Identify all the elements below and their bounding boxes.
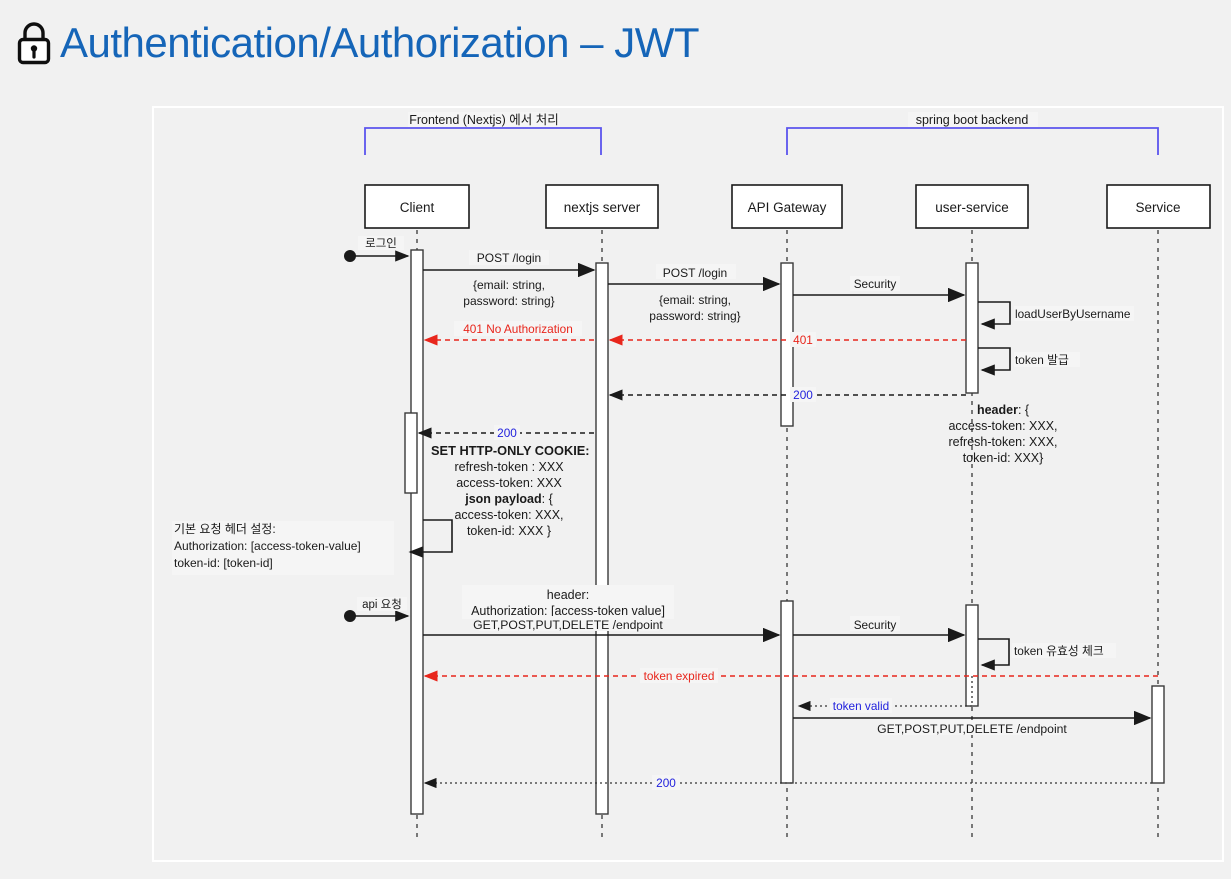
message-post-login-client: POST /login {email: string, password: st…	[423, 250, 596, 308]
activation-service	[1151, 685, 1165, 784]
note-request-header-l1: header:	[547, 588, 589, 602]
note-header-l1: access-token: XXX,	[948, 419, 1057, 433]
group-label-backend: spring boot backend	[916, 113, 1029, 127]
activation-client-nested	[404, 412, 418, 494]
message-token-valid: token valid	[797, 676, 973, 713]
message-endpoint-forward: GET,POST,PUT,DELETE /endpoint	[793, 710, 1152, 736]
activation-user-service-2	[965, 604, 979, 707]
note-cookie-title: SET HTTP-ONLY COOKIE:	[431, 443, 590, 458]
message-label-m19: token expired	[644, 669, 715, 683]
message-label-m7: 401	[793, 333, 813, 347]
participant-label-user-service: user-service	[935, 200, 1009, 215]
message-200-final: 200	[423, 775, 1152, 790]
message-label-m6: 401 No Authorization	[463, 322, 573, 336]
activation-user-service-1	[965, 262, 979, 394]
participant-user-service[interactable]: user-service	[915, 184, 1029, 229]
group-backend: spring boot backend	[786, 112, 1159, 155]
message-self-token-validity: token 유효성 체크	[978, 638, 1116, 671]
participant-label-api-gateway: API Gateway	[748, 200, 827, 215]
message-api-request-entry: api 요청	[344, 597, 410, 622]
message-sublabel-m2-l1: {email: string,	[473, 278, 545, 292]
message-label-m14: api 요청	[362, 598, 402, 611]
message-401: 401	[608, 332, 966, 347]
message-200-user-to-nextjs: 200	[608, 387, 966, 402]
activation-client-main	[410, 249, 424, 815]
note-set-cookie: SET HTTP-ONLY COOKIE: refresh-token : XX…	[431, 443, 590, 538]
note-header-l2: refresh-token: XXX,	[948, 435, 1057, 449]
note-default-header-l3: token-id: [token-id]	[174, 556, 273, 570]
message-self-loaduser: loadUserByUsername	[978, 301, 1134, 330]
group-frontend: Frontend (Nextjs) 에서 처리	[364, 112, 602, 155]
note-cookie-l1: refresh-token : XXX	[454, 460, 564, 474]
message-security-2: Security	[793, 616, 966, 643]
message-label-m2: POST /login	[477, 251, 541, 265]
message-200-nextjs-to-client: 200	[417, 425, 594, 440]
message-sublabel-m3-l2: password: string}	[649, 309, 740, 323]
message-post-login-gateway: POST /login {email: string, password: st…	[608, 264, 781, 323]
message-token-expired: token expired	[423, 668, 1158, 683]
actor-dot-api	[344, 610, 356, 622]
message-label-m1: 로그인	[365, 237, 397, 250]
note-cookie-l5: token-id: XXX }	[467, 524, 551, 538]
message-endpoint-request: GET,POST,PUT,DELETE /endpoint	[423, 616, 781, 643]
message-self-token-issue: token 발급	[978, 347, 1080, 376]
message-label-m4: Security	[854, 277, 897, 291]
note-cookie-l3: json payload: {	[464, 492, 553, 506]
participant-api-gateway[interactable]: API Gateway	[731, 184, 843, 229]
message-login-entry: 로그인	[344, 236, 410, 262]
actor-dot-login	[344, 250, 356, 262]
lock-icon	[14, 20, 54, 66]
note-header-title: header: {	[977, 403, 1029, 417]
note-request-header-l2: Authorization: [access-token value]	[471, 604, 665, 618]
note-header-l3: token-id: XXX}	[963, 451, 1044, 465]
message-label-m5: loadUserByUsername	[1015, 307, 1131, 321]
page-title: Authentication/Authorization – JWT	[60, 19, 700, 66]
note-default-header-l1: 기본 요청 헤더 설정:	[174, 522, 276, 536]
message-security-1: Security	[793, 276, 966, 303]
participant-client[interactable]: Client	[364, 184, 470, 229]
message-sublabel-m3-l1: {email: string,	[659, 293, 731, 307]
message-401-no-authorization: 401 No Authorization	[423, 321, 594, 346]
note-request-header: header: Authorization: [access-token val…	[462, 585, 674, 619]
message-label-m18: token 유효성 체크	[1014, 644, 1104, 658]
message-label-m11: 200	[497, 426, 517, 440]
participant-label-nextjs-server: nextjs server	[564, 200, 641, 215]
activation-nextjs	[595, 262, 609, 815]
message-label-m17: Security	[854, 618, 897, 632]
message-self-default-header: 기본 요청 헤더 설정: Authorization: [access-toke…	[172, 519, 453, 575]
message-label-m16: GET,POST,PUT,DELETE /endpoint	[473, 618, 663, 632]
message-label-m9: 200	[793, 388, 813, 402]
note-response-header: header: { access-token: XXX, refresh-tok…	[948, 403, 1057, 465]
participant-service[interactable]: Service	[1106, 184, 1211, 229]
message-label-m22: 200	[656, 776, 676, 790]
participant-label-client: Client	[400, 200, 435, 215]
participant-nextjs-server[interactable]: nextjs server	[545, 184, 659, 229]
message-label-m21: GET,POST,PUT,DELETE /endpoint	[877, 722, 1067, 736]
group-label-frontend: Frontend (Nextjs) 에서 처리	[409, 113, 559, 127]
message-label-m8: token 발급	[1015, 353, 1069, 367]
message-label-m3: POST /login	[663, 266, 727, 280]
message-label-m20: token valid	[833, 699, 889, 713]
participant-label-service: Service	[1135, 200, 1180, 215]
message-sublabel-m2-l2: password: string}	[463, 294, 554, 308]
activation-gateway-2	[780, 600, 794, 784]
note-cookie-l4: access-token: XXX,	[454, 508, 563, 522]
sequence-diagram-card: Frontend (Nextjs) 에서 처리 spring boot back…	[152, 106, 1224, 862]
note-default-header-l2: Authorization: [access-token-value]	[174, 539, 361, 553]
page-header: Authentication/Authorization – JWT	[14, 12, 700, 74]
note-cookie-l2: access-token: XXX	[456, 476, 562, 490]
